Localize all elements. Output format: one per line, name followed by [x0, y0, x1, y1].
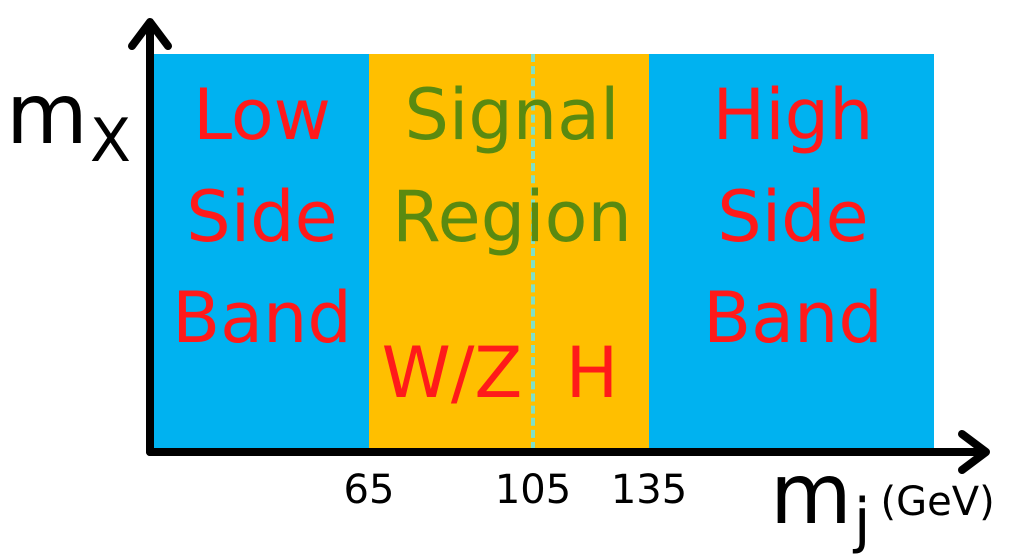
x-axis-title: mj(GeV) [770, 452, 995, 551]
tick-label-65: 65 [343, 467, 395, 513]
signal-region-label-line1: Signal [404, 74, 620, 156]
tick-label-105: 105 [494, 467, 572, 513]
y-axis-arrowhead [128, 18, 172, 50]
high-sideband-region [649, 54, 934, 450]
high-sideband-label-line3: Band [703, 277, 883, 359]
h-label: H [565, 332, 619, 414]
signal-region-label-line2: Region [392, 176, 632, 258]
wz-signal-region [369, 54, 533, 450]
x-axis-arrowhead [958, 430, 990, 474]
high-sideband-label-line2: Side [717, 176, 869, 258]
h-signal-region [533, 54, 649, 450]
low-sideband-region [152, 54, 369, 450]
y-axis-title-sub: X [89, 106, 131, 176]
low-sideband-label-line3: Band [172, 277, 352, 359]
x-axis-title-sub: j [853, 486, 871, 556]
signal-divider-line [531, 54, 535, 450]
high-sideband-label-line1: High [712, 74, 874, 156]
wz-label: W/Z [381, 332, 523, 414]
y-axis-title-main: m [6, 65, 88, 163]
low-sideband-label-line2: Side [186, 176, 338, 258]
x-axis-unit: (GeV) [880, 479, 995, 525]
y-axis-title: mX [6, 72, 131, 171]
x-axis-title-main: m [770, 445, 852, 543]
tick-label-135: 135 [610, 467, 688, 513]
low-sideband-label-line1: Low [193, 74, 331, 156]
